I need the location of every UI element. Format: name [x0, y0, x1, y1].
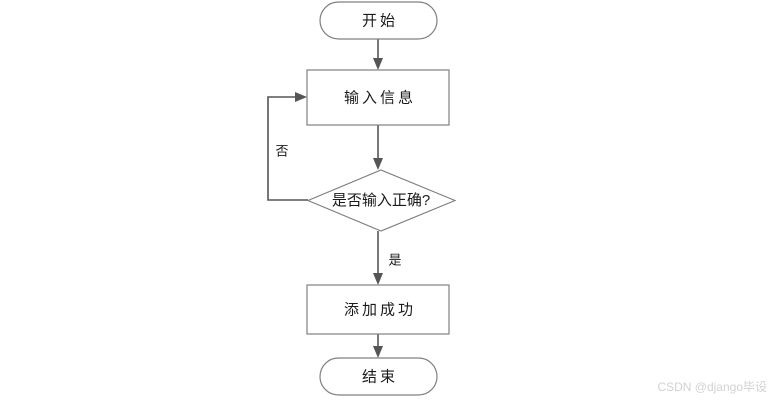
node-success-label: 添加成功 [344, 301, 416, 318]
node-end[interactable]: 结束 [319, 357, 438, 396]
node-input[interactable]: 输入信息 [306, 69, 450, 126]
edge-success-to-end [373, 334, 383, 358]
edge-decision-no-loop [267, 92, 308, 201]
node-input-label: 输入信息 [344, 89, 416, 106]
node-decision-label: 是否输入正确? [332, 192, 430, 209]
edge-label-yes: 是 [388, 252, 401, 267]
node-start-label: 开始 [362, 12, 398, 29]
node-success[interactable]: 添加成功 [306, 284, 450, 335]
node-start[interactable]: 开始 [319, 1, 438, 40]
edge-label-no: 否 [275, 143, 288, 158]
watermark-text: CSDN @django毕设 [657, 380, 767, 394]
edge-input-to-decision [373, 125, 383, 170]
edge-start-to-input [373, 38, 383, 70]
edge-decision-yes [373, 231, 383, 285]
node-decision[interactable]: 是否输入正确? [306, 169, 457, 232]
node-end-label: 结束 [362, 368, 398, 385]
